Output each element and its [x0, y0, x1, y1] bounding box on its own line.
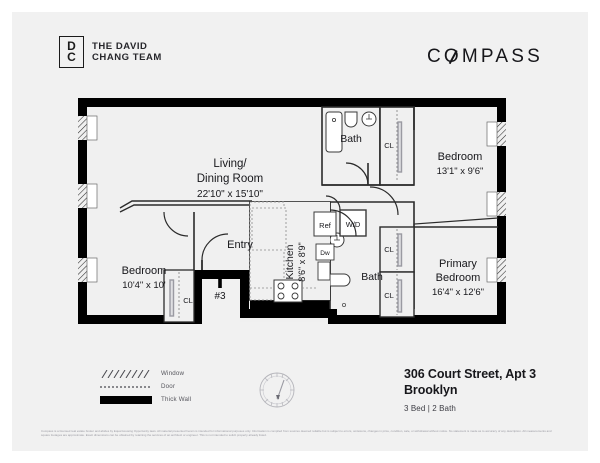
team-name-line-1: THE DAVID — [92, 41, 148, 52]
closet-door-panels — [169, 121, 403, 317]
label-dishwasher: Dw — [320, 250, 330, 257]
floor-drain-icon — [341, 302, 346, 307]
label-kitchen: Kitchen — [284, 244, 296, 279]
legend: Window Door Thick Wall — [100, 367, 191, 406]
label-kitchen-dims: 8'6" x 8'9" — [297, 242, 307, 281]
address-street: 306 Court Street, Apt 3 — [404, 367, 536, 381]
window-left-2 — [78, 183, 98, 209]
label-bedroom-top-right-dims: 13'1" x 9'6" — [437, 166, 484, 177]
thick-wall-swatch — [100, 395, 152, 404]
team-logo-text: THE DAVID CHANG TEAM — [92, 41, 162, 63]
toilet-icon — [344, 111, 358, 128]
label-bedroom-left-dims: 10'4" x 10' — [122, 280, 166, 291]
dishwasher-icon — [315, 243, 335, 261]
label-primary-bedroom-line1: Primary — [439, 258, 477, 270]
label-washer-dryer: W/D — [346, 220, 361, 229]
disclaimer-text: Compass is a licensed real estate broker… — [41, 429, 552, 438]
entry-arrow-icon — [215, 272, 225, 288]
team-logo-letter-d: D — [67, 39, 76, 53]
address-city: Brooklyn — [404, 383, 458, 397]
stove-icon — [273, 279, 303, 303]
window-right-2 — [486, 191, 506, 217]
label-primary-bedroom-dims: 16'4" x 12'6" — [432, 287, 484, 298]
refrigerator-icon — [313, 211, 337, 237]
label-unit-number: #3 — [214, 291, 226, 302]
label-refrigerator: Ref — [319, 221, 332, 230]
compass-rose-icon: N — [259, 372, 295, 408]
legend-label-window: Window — [161, 370, 185, 377]
label-closet-2: CL — [384, 245, 394, 254]
label-bath-lower: Bath — [361, 271, 383, 283]
label-living-dining-line1: Living/ — [213, 158, 247, 170]
label-living-dining-line2: Dining Room — [197, 173, 263, 185]
label-entry: Entry — [227, 239, 253, 251]
label-closet-4: CL — [183, 296, 193, 305]
window-hatch-swatch — [100, 369, 152, 378]
legend-item-thick-wall: Thick Wall — [100, 393, 191, 406]
label-closet-3: CL — [384, 291, 394, 300]
label-closet-1: CL — [384, 141, 394, 150]
label-bedroom-left: Bedroom — [122, 265, 167, 277]
address-block: 306 Court Street, Apt 3 Brooklyn 3 Bed |… — [404, 367, 536, 413]
closet-doors — [178, 110, 398, 320]
window-right-3 — [486, 257, 506, 283]
bath-top-fixtures — [325, 111, 377, 153]
beds-baths: 3 Bed | 2 Bath — [404, 404, 456, 413]
door-dotted-swatch — [100, 383, 152, 391]
kitchen-appliances — [249, 201, 367, 303]
floorplan-drawing: Living/ Dining Room 22'10" x 15'10" Bedr… — [12, 12, 588, 451]
window-left-3 — [78, 257, 98, 283]
compass-logo-post: MPASS — [461, 46, 543, 67]
kitchen-sink-icon — [317, 261, 331, 281]
label-bedroom-top-right: Bedroom — [438, 151, 483, 163]
team-name-line-2: CHANG TEAM — [92, 52, 162, 63]
team-logo: D C THE DAVID CHANG TEAM — [59, 36, 162, 68]
exterior-walls — [78, 98, 506, 324]
label-living-dining-dims: 22'10" x 15'10" — [197, 189, 263, 200]
compass-north-label: N — [277, 395, 280, 400]
toilet-icon-lower — [329, 273, 351, 287]
team-logo-letter-c: C — [67, 50, 76, 64]
team-logo-mark: D C — [59, 36, 84, 68]
room-labels: Living/ Dining Room 22'10" x 15'10" Bedr… — [122, 133, 484, 305]
window-left-1 — [78, 115, 98, 141]
window-right-1 — [486, 121, 506, 147]
legend-item-door: Door — [100, 380, 191, 393]
legend-label-door: Door — [161, 383, 176, 390]
compass-logo-slashed-o: O — [443, 46, 462, 67]
label-bath-top: Bath — [340, 133, 362, 145]
legend-item-window: Window — [100, 367, 191, 380]
windows — [78, 115, 506, 283]
label-primary-bedroom-line2: Bedroom — [436, 272, 481, 284]
counter-island — [251, 207, 287, 251]
door-swings — [163, 162, 399, 270]
compass-logo-pre: C — [426, 46, 444, 67]
legend-label-thick-wall: Thick Wall — [161, 396, 192, 403]
